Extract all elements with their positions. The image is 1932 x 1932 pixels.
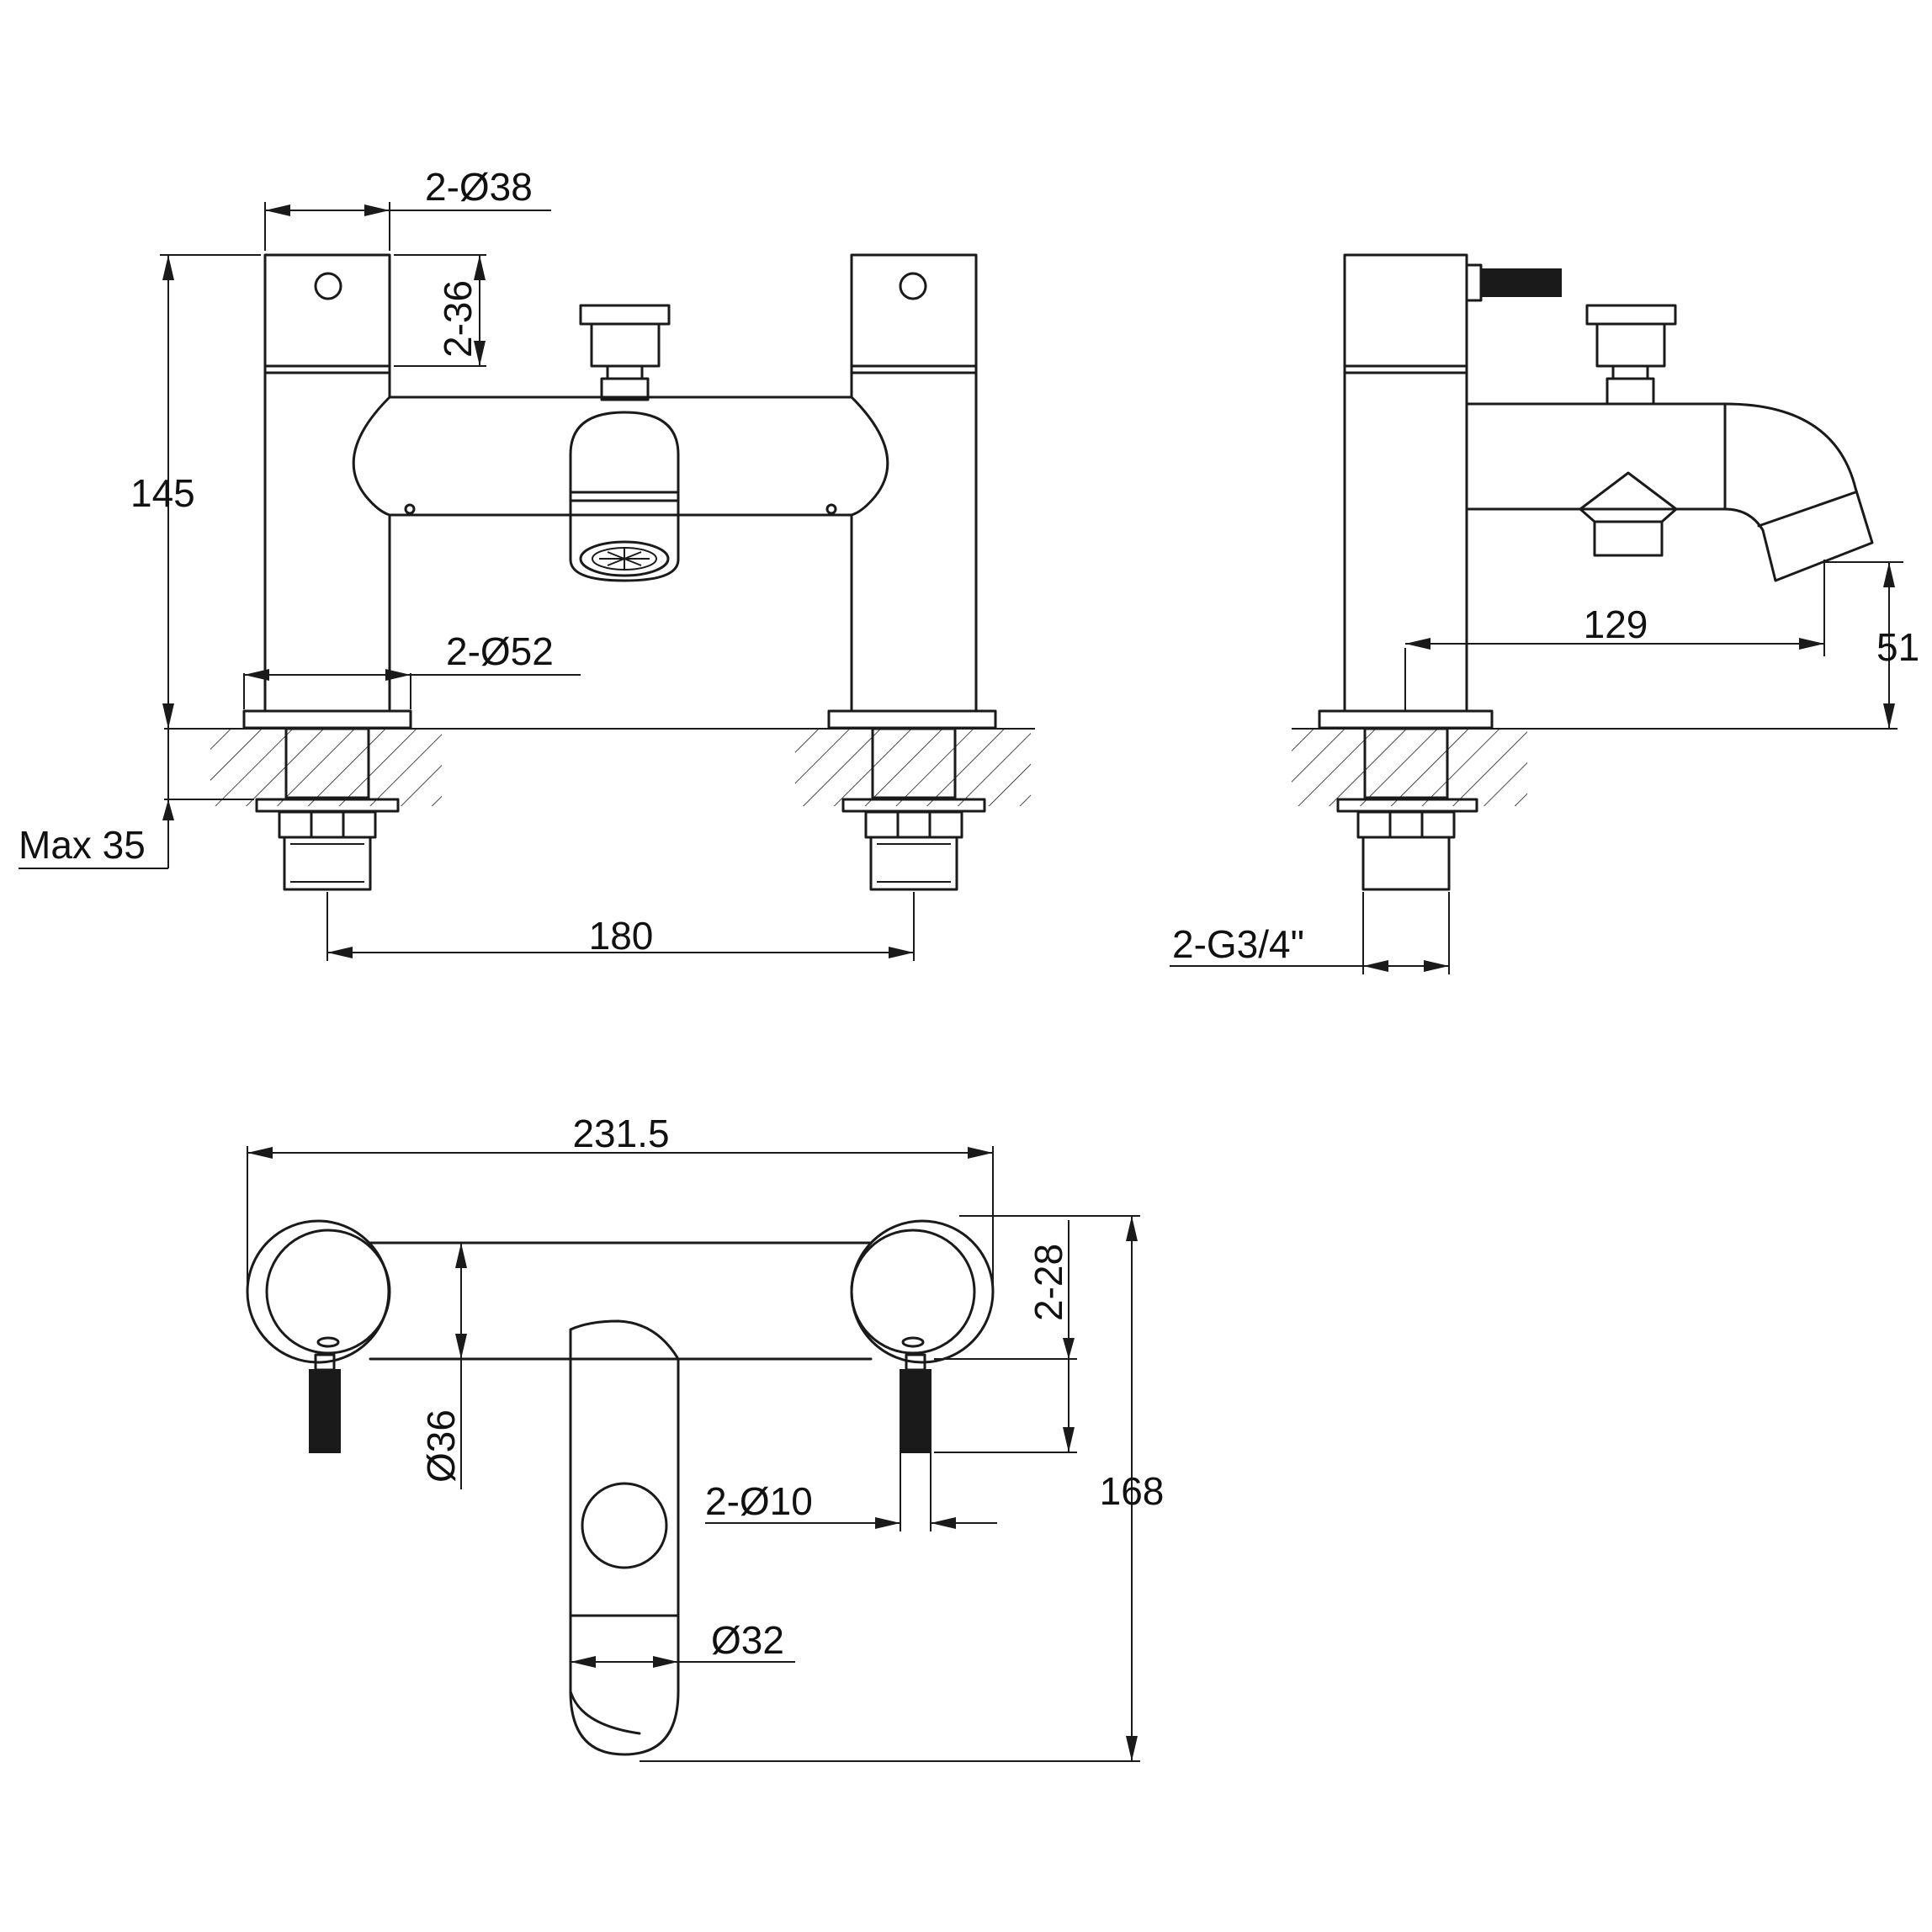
dim-spout-reach: 129	[1404, 560, 1825, 711]
dim-lever-diameter: 2-Ø10	[705, 1452, 997, 1531]
right-handle-indicator	[899, 272, 927, 300]
label-spout-height: 51	[1876, 625, 1919, 669]
dim-handle-diameter: 2-Ø38	[264, 165, 551, 251]
right-shank	[871, 727, 957, 799]
right-pillar	[827, 253, 997, 891]
dim-lever-length: 2-28	[934, 1220, 1077, 1453]
side-view: 129 51 2-G3/4"	[1170, 253, 1919, 974]
label-overall-width: 231.5	[572, 1112, 669, 1155]
bridge-body	[352, 395, 889, 517]
dim-spout-height: 51	[1824, 561, 1919, 729]
right-handle-top	[850, 1229, 976, 1355]
diverter-knob-top	[581, 1482, 668, 1569]
left-handle-top	[265, 1229, 391, 1355]
label-handle-height: 2-36	[436, 280, 480, 358]
label-centres: 180	[589, 914, 654, 958]
top-view: 231.5 2-28 168 Ø36	[246, 1112, 1165, 1762]
left-shank	[284, 727, 370, 799]
label-overall-height: 145	[130, 471, 195, 515]
front-view: 2-Ø38 2-36 145 2-Ø52	[19, 165, 1035, 961]
top-spout	[569, 1319, 680, 1756]
side-lever-icon	[1480, 268, 1562, 297]
left-pillar	[242, 253, 412, 891]
dim-overall-height: 145	[130, 254, 261, 729]
left-lever-icon	[309, 1369, 341, 1453]
dim-handle-height: 2-36	[394, 254, 486, 367]
label-overall-depth: 168	[1100, 1469, 1165, 1513]
label-spout-diameter: Ø32	[711, 1618, 784, 1662]
dim-base-diameter: 2-Ø52	[243, 629, 581, 709]
label-base-diameter: 2-Ø52	[446, 629, 554, 673]
left-handle-indicator	[314, 272, 342, 300]
side-spout	[1723, 402, 1874, 582]
side-deck-hatch	[1292, 729, 1527, 806]
dim-body-diameter: Ø36	[419, 1243, 467, 1489]
label-lever-length: 2-28	[1027, 1244, 1070, 1321]
label-body-diameter: Ø36	[419, 1409, 463, 1483]
diverter-and-spout	[569, 304, 680, 582]
right-lever-icon	[900, 1369, 932, 1453]
dim-overall-depth: 168	[640, 1215, 1165, 1762]
dim-spout-diameter: Ø32	[571, 1618, 795, 1668]
label-inlet-thread: 2-G3/4"	[1172, 922, 1304, 966]
label-handle-diameter: 2-Ø38	[425, 165, 533, 209]
deck-hatch-right	[795, 729, 1031, 806]
dim-centres: 180	[326, 892, 915, 961]
dim-overall-width: 231.5	[247, 1112, 994, 1292]
deck-hatch-left	[210, 729, 442, 806]
label-max-deck: Max 35	[19, 823, 146, 867]
label-spout-reach: 129	[1584, 602, 1648, 646]
dim-max-deck: Max 35	[19, 729, 254, 869]
label-lever-diameter: 2-Ø10	[705, 1479, 813, 1523]
dim-inlet-thread: 2-G3/4"	[1170, 892, 1450, 974]
aerator-icon	[579, 540, 670, 577]
